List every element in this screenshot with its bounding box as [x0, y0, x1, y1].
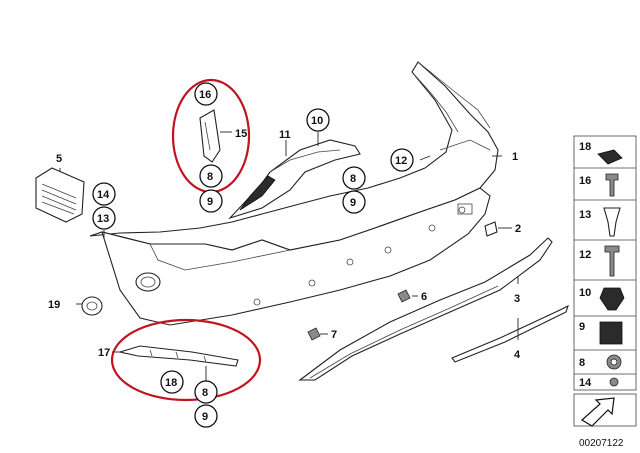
rear-diffuser [298, 237, 553, 381]
callout-3: 3 [514, 293, 520, 305]
highlight-lower-trim [110, 318, 262, 402]
callout-18: 18 [165, 377, 177, 389]
callout-13: 13 [97, 213, 109, 225]
grille-insert [35, 167, 85, 223]
upright-bracket [199, 109, 221, 163]
center-bracket [228, 139, 361, 220]
callout-8-top: 8 [350, 173, 356, 185]
side-item-13: 13 [579, 209, 591, 221]
diagram-number: 00207122 [579, 438, 624, 449]
side-item-9: 9 [579, 321, 585, 333]
callout-16: 16 [199, 89, 211, 101]
tow-eye-cap [81, 296, 103, 316]
navigation-arrow-box [573, 393, 637, 427]
callout-9-mid: 9 [207, 196, 213, 208]
side-item-12: 12 [579, 249, 591, 261]
callout-5: 5 [56, 153, 62, 165]
callout-10: 10 [311, 115, 323, 127]
side-item-14: 14 [579, 377, 592, 389]
bumper-cover [89, 61, 499, 326]
callout-9-bottom: 9 [202, 411, 208, 423]
callout-7: 7 [331, 329, 337, 341]
callout-9-top: 9 [350, 197, 356, 209]
fastener-column: 18 16 13 12 10 9 8 14 [573, 135, 637, 391]
clip-6 [397, 289, 411, 303]
leader-lines [59, 131, 519, 382]
callout-11: 11 [279, 129, 291, 141]
callout-14: 14 [97, 189, 110, 201]
callout-6: 6 [421, 291, 427, 303]
side-item-8: 8 [579, 357, 585, 369]
callout-17: 17 [98, 347, 110, 359]
side-item-10: 10 [579, 287, 591, 299]
nav-arrow-icon [580, 397, 615, 427]
side-item-16: 16 [579, 175, 591, 187]
callout-12: 12 [395, 155, 407, 167]
lower-trim-strip [117, 345, 239, 367]
side-item-18: 18 [579, 141, 591, 153]
callouts: 1 2 3 4 5 6 7 11 15 17 19 10 12 8 9 14 1… [48, 82, 521, 428]
callout-8-mid: 8 [207, 171, 213, 183]
callout-2: 2 [515, 223, 521, 235]
diffuser-trim [451, 304, 569, 363]
clip-2 [484, 221, 498, 237]
clip-7 [307, 327, 321, 341]
callout-8-bottom: 8 [202, 387, 208, 399]
callout-15: 15 [235, 128, 247, 140]
callout-1: 1 [512, 151, 518, 163]
callout-4: 4 [514, 349, 521, 361]
callout-19: 19 [48, 299, 60, 311]
